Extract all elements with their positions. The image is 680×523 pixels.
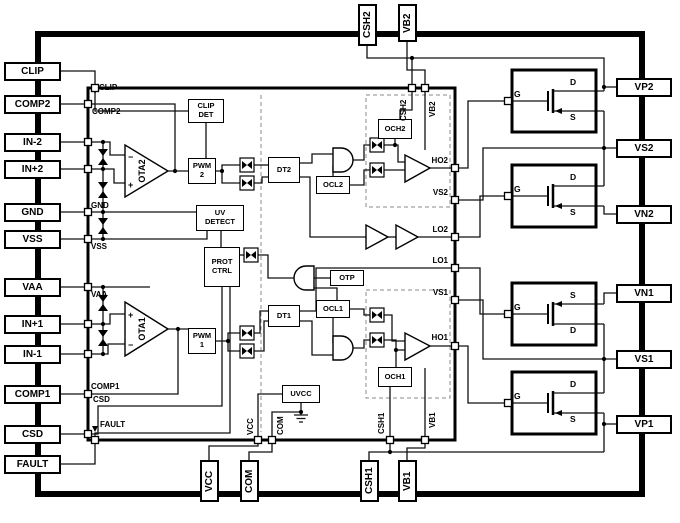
gate-and-ch2 [332, 147, 354, 173]
pin-csd: CSD [4, 425, 61, 444]
ota2-plus: + [128, 180, 133, 190]
fet4-source-label: S [570, 414, 576, 424]
net-label-lo1: LO1 [432, 256, 448, 265]
block-otp: OTP [330, 270, 364, 286]
ota2-minus: − [128, 152, 133, 162]
net-label-csd: CSD [93, 395, 110, 404]
mosfet-symbols [547, 89, 562, 416]
mosfet-1 [547, 89, 562, 114]
net-label-ho1: HO1 [431, 333, 448, 342]
pin-comp1: COMP1 [4, 385, 61, 404]
net-label-csh1: CSH1 [377, 412, 386, 434]
lo2-buffer-2 [395, 223, 420, 251]
ota1-triangle: OTA1 + − [124, 300, 170, 358]
pin-vs1: VS1 [616, 350, 672, 369]
mosfet-3 [547, 301, 562, 326]
pin-clip: CLIP [4, 62, 61, 81]
pin-vp1: VP1 [616, 415, 672, 434]
block-ocl1: OCL1 [316, 300, 350, 318]
ota1-minus: − [128, 340, 133, 350]
ota2-label: OTA2 [137, 159, 147, 182]
net-label-csh2: CSH2 [399, 99, 408, 121]
pin-vb2: VB2 [398, 4, 417, 42]
net-label-ho2: HO2 [431, 156, 448, 165]
gate-or-protection [293, 265, 315, 291]
pin-vss: VSS [4, 230, 61, 249]
net-label-fault: FAULT [100, 420, 126, 429]
fet3-gate-label: G [514, 302, 521, 312]
hs2-driver-triangle [404, 153, 432, 184]
fault-arrow-icon [92, 426, 98, 432]
fet1-source-label: S [570, 112, 576, 122]
net-label-com: COM [276, 416, 285, 435]
fet1-drain-label: D [570, 77, 577, 87]
net-label-gnd: GND [91, 201, 109, 210]
lo2-buffer-1 [365, 223, 390, 251]
mosfet-stage-boxes [510, 68, 598, 436]
net-label-clip: CLIP [99, 83, 118, 92]
pin-vn1: VN1 [616, 284, 672, 303]
fet2-source-label: S [570, 207, 576, 217]
pin-vcc: VCC [200, 460, 219, 502]
net-label-vb1: VB1 [428, 412, 437, 428]
pin-vs2: VS2 [616, 139, 672, 158]
block-ocl2: OCL2 [316, 176, 350, 194]
pin-vn2: VN2 [616, 205, 672, 224]
net-label-comp1: COMP1 [91, 382, 120, 391]
pin-vp2: VP2 [616, 78, 672, 97]
block-och1: OCH1 [378, 367, 412, 387]
pin-csh1: CSH1 [360, 460, 379, 502]
board-border [35, 31, 645, 497]
ic-outline [86, 86, 457, 442]
net-label-vs2: VS2 [432, 188, 448, 197]
fet2-drain-label: D [570, 172, 577, 182]
hs1-driver-triangle [404, 331, 432, 362]
net-label-vs1: VS1 [432, 288, 448, 297]
fet2-gate-label: G [514, 184, 521, 194]
ota1-plus: + [128, 310, 133, 320]
fet4-drain-label: D [570, 379, 577, 389]
net-label-vcc: VCC [246, 418, 255, 435]
pin-com: COM [240, 460, 259, 502]
pin-in-plus-2: IN+2 [4, 160, 61, 179]
net-label-lo2: LO2 [432, 225, 448, 234]
mosfet-4 [547, 391, 562, 416]
fet3-source-label: S [570, 290, 576, 300]
gate-and-ch1 [332, 335, 354, 361]
fet4-gate-label: G [514, 391, 521, 401]
ota2-triangle: OTA2 − + [124, 143, 170, 199]
block-dt1: DT1 [268, 305, 300, 327]
wires [61, 42, 616, 465]
net-label-vb2: VB2 [428, 101, 437, 117]
pin-csh2: CSH2 [358, 4, 377, 46]
pin-in-minus-1: IN-1 [4, 345, 61, 364]
fet1-gate-label: G [514, 89, 521, 99]
block-och2: OCH2 [378, 119, 412, 139]
pin-in-plus-1: IN+1 [4, 315, 61, 334]
hv-isolation-dashed [260, 94, 451, 432]
net-label-vaa: VAA [91, 290, 108, 299]
pin-vb1: VB1 [398, 460, 417, 502]
pin-fault: FAULT [4, 455, 61, 474]
block-dt2: DT2 [268, 157, 300, 183]
ota1-label: OTA1 [137, 317, 147, 340]
block-uvcc: UVCC [282, 385, 320, 403]
pin-comp2: COMP2 [4, 95, 61, 114]
pin-in-minus-2: IN-2 [4, 133, 61, 152]
pin-vaa: VAA [4, 278, 61, 297]
mosfet-2 [547, 184, 562, 209]
net-label-vss: VSS [91, 242, 108, 251]
pin-gnd: GND [4, 203, 61, 222]
net-label-comp2: COMP2 [92, 107, 121, 116]
fet3-drain-label: D [570, 325, 577, 335]
